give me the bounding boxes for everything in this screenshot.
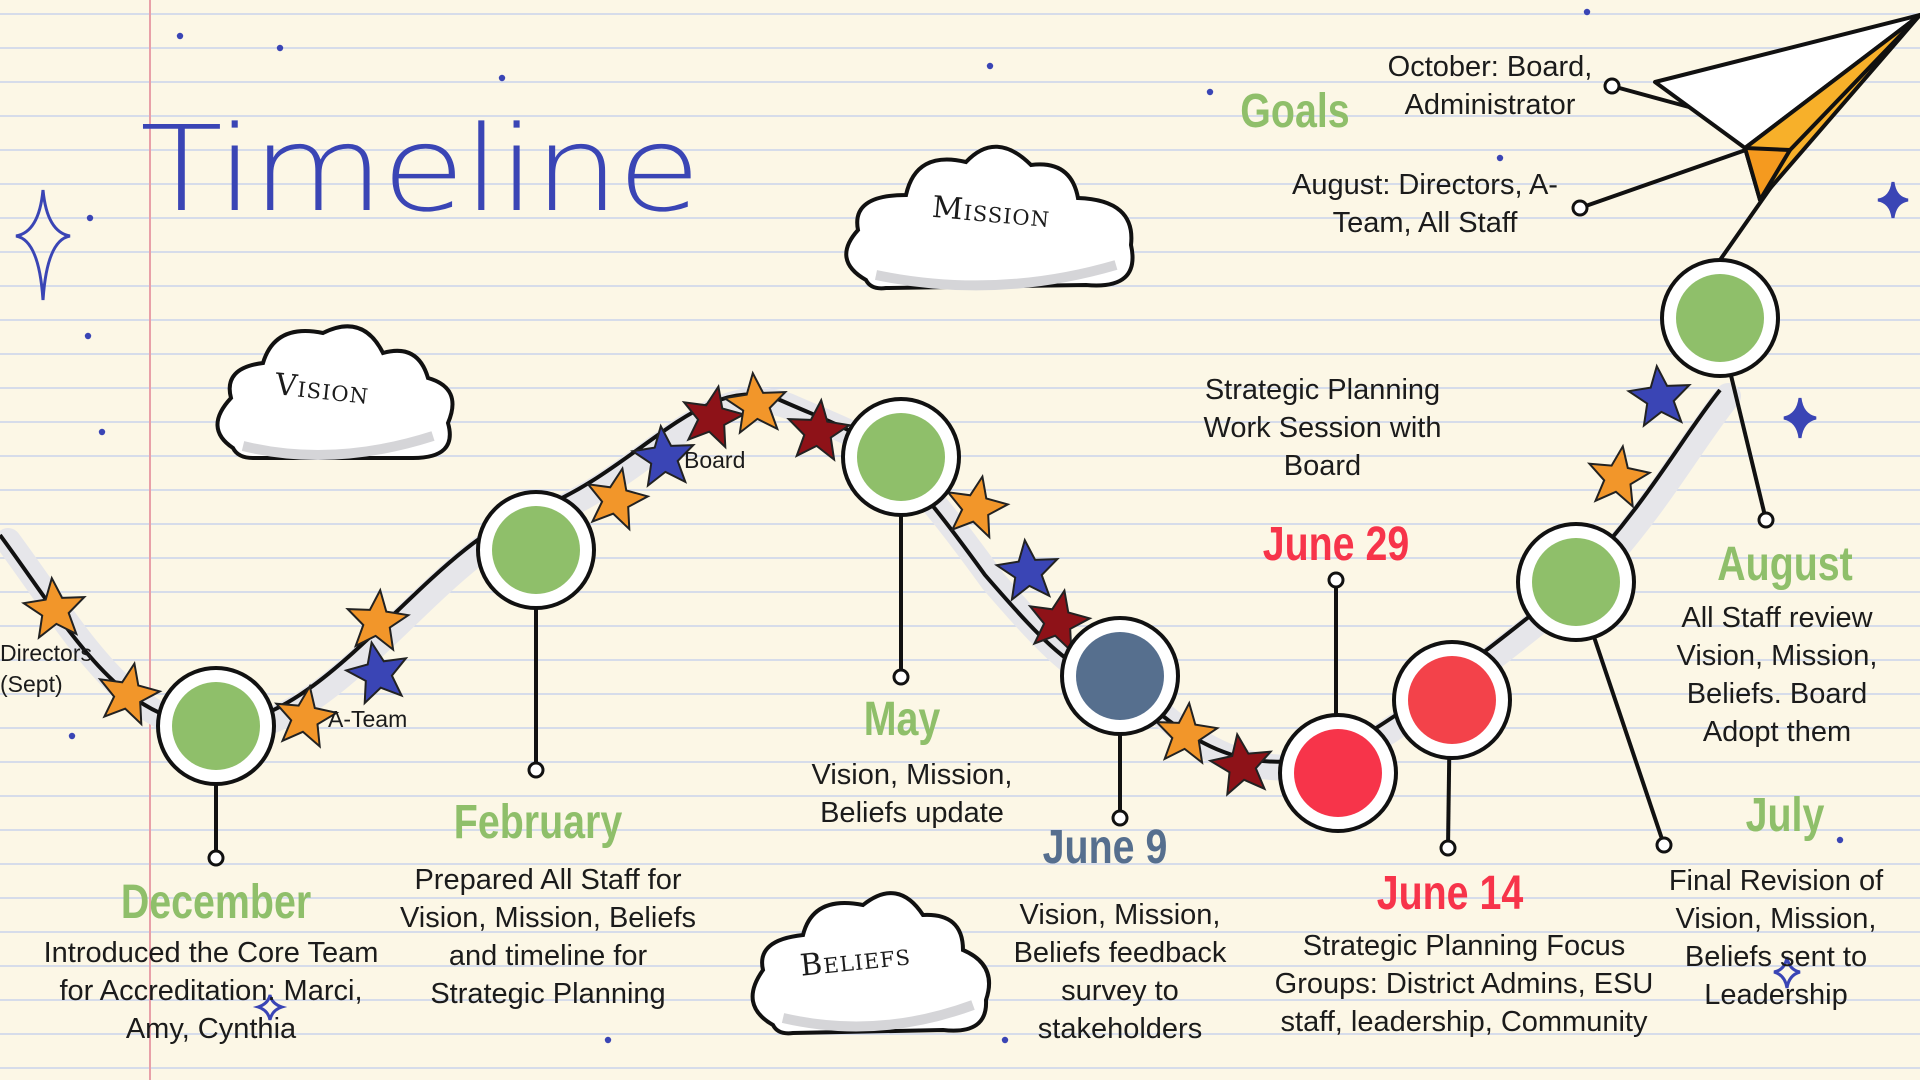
node-june-14: [1392, 640, 1512, 760]
month-february: February: [453, 796, 623, 849]
paper-plane-icon: [1653, 13, 1920, 202]
milestone-nodes: [156, 258, 1780, 833]
star-icon: [345, 587, 411, 652]
star-icon: [681, 383, 747, 450]
star-icon: [1154, 700, 1220, 765]
desc-june-29: Strategic Planning Work Session with Boa…: [1203, 374, 1442, 482]
star-markers: [21, 363, 1692, 797]
goals-heading: Goals: [1240, 85, 1350, 138]
desc-june-14: Strategic Planning Focus Groups: Distric…: [1274, 930, 1654, 1038]
goals-august: August: Directors, A-Team, All Staff: [1292, 169, 1558, 239]
star-icon: [630, 423, 696, 488]
node-june-29: [1278, 713, 1398, 833]
star-icon: [945, 473, 1011, 540]
cloud-icon: [844, 144, 1135, 291]
desc-february: Prepared All Staff for Vision, Mission, …: [399, 864, 697, 1010]
month-june-9: June 9: [1042, 821, 1168, 874]
desc-june-9: Vision, Mission, Beliefs feedback survey…: [1013, 899, 1227, 1045]
node-may: [841, 397, 961, 517]
star-icon: [97, 660, 163, 727]
desc-july: Final Revision of Vision, Mission, Belie…: [1668, 865, 1884, 1011]
star-icon: [722, 370, 788, 435]
star-icon: [343, 639, 409, 706]
sparkle-icon: [15, 181, 1909, 1021]
page-title: Timeline: [140, 100, 701, 238]
desc-august: All Staff review Vision, Mission, Belief…: [1676, 602, 1878, 748]
desc-may: Vision, Mission, Beliefs update: [811, 759, 1013, 829]
star-icon: [585, 465, 651, 532]
node-december: [156, 666, 276, 786]
star-icon: [1207, 731, 1274, 797]
star-icon: [1626, 363, 1692, 428]
wave-label-board: Board: [684, 447, 746, 473]
cloud-icon: [215, 324, 455, 460]
cloud-icon: [750, 891, 992, 1036]
month-june-29: June 29: [1262, 518, 1410, 571]
decor-dots: [68, 8, 1844, 1044]
node-june-9: [1060, 616, 1180, 736]
star-icon: [1586, 443, 1653, 509]
month-july: July: [1745, 789, 1825, 842]
month-may: May: [863, 693, 941, 746]
node-july: [1516, 522, 1636, 642]
goals-october: October: Board, Administrator: [1387, 51, 1593, 121]
star-icon: [273, 683, 340, 749]
star-icon: [786, 397, 852, 462]
desc-december: Introduced the Core Team for Accreditati…: [43, 937, 379, 1045]
wave-label-ateam: A-Team: [328, 706, 408, 732]
month-december: December: [120, 876, 312, 929]
wave-label-directors: Directors (Sept): [0, 640, 93, 697]
month-june-14: June 14: [1376, 867, 1524, 920]
month-august: August: [1717, 538, 1853, 591]
star-icon: [21, 575, 87, 640]
node-august: [1660, 258, 1780, 378]
star-icon: [994, 537, 1060, 602]
star-icon: [1027, 587, 1093, 654]
node-february: [476, 490, 596, 610]
